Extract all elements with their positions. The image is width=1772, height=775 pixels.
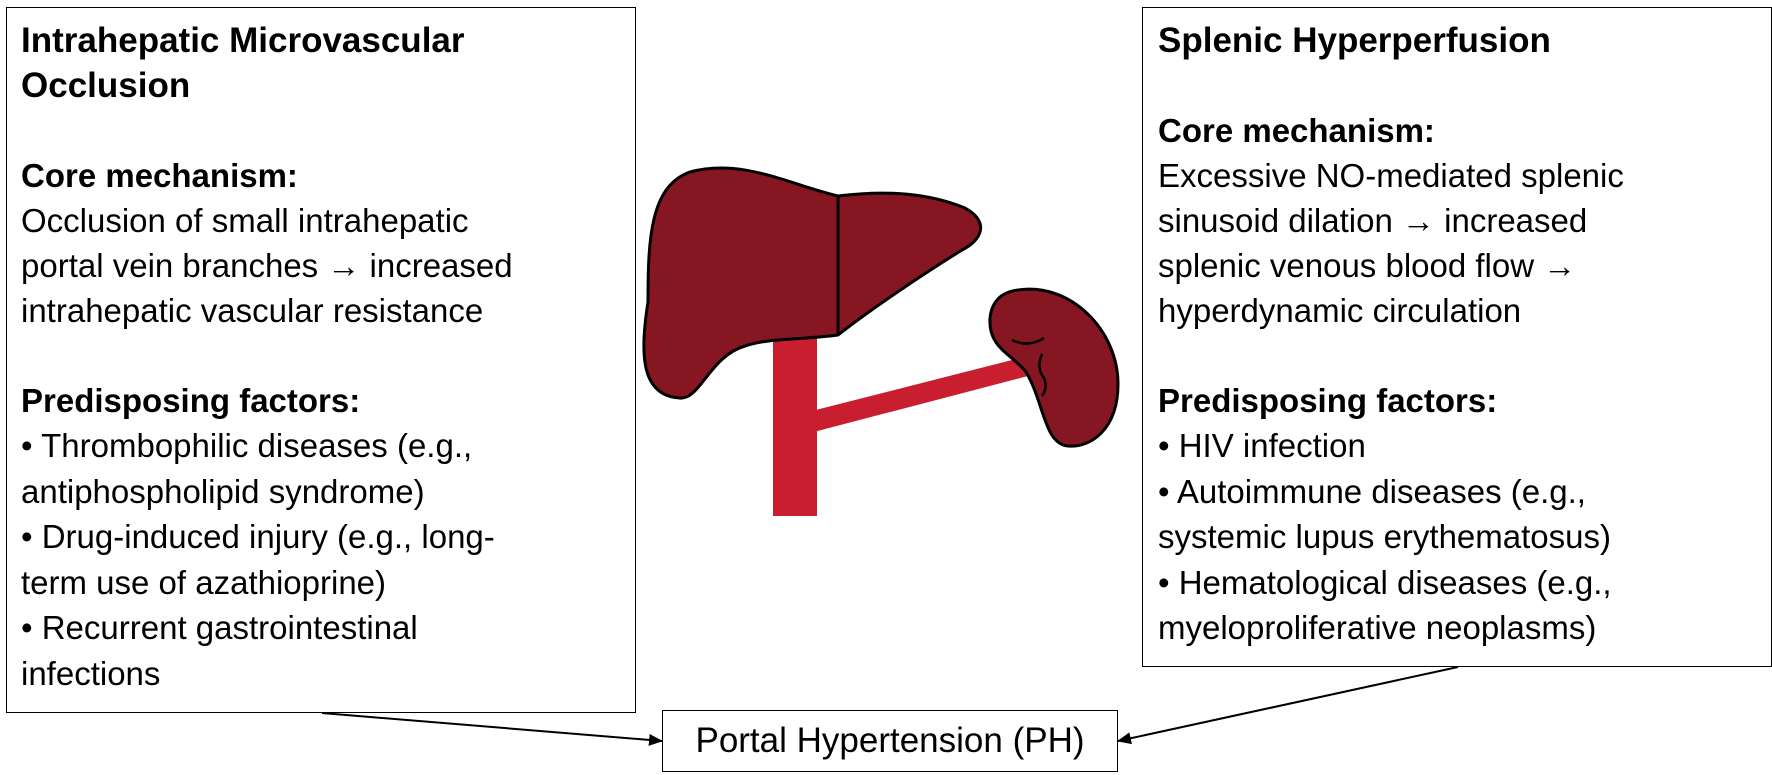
right-factors-heading: Predisposing factors: <box>1158 382 1498 419</box>
splenic-vein-icon <box>800 358 1028 434</box>
right-mechanism-line: Excessive NO-mediated splenic <box>1158 157 1624 194</box>
portal-hypertension-label: Portal Hypertension (PH) <box>695 721 1085 760</box>
arrow-right-to-ph <box>1117 666 1459 745</box>
left-mechanism-line: intrahepatic vascular resistance <box>21 292 484 329</box>
left-factor-line: infections <box>21 654 161 692</box>
left-factor-line: • Thrombophilic diseases (e.g., <box>21 427 473 464</box>
arrow-left-to-ph <box>321 712 663 746</box>
left-factor-line: • Drug-induced injury (e.g., long- <box>21 518 495 555</box>
portal-hypertension-box: Portal Hypertension (PH) <box>662 710 1118 772</box>
right-mechanism-heading: Core mechanism: <box>1158 112 1435 149</box>
left-mechanism-heading: Core mechanism: <box>21 157 298 194</box>
spacer <box>1158 333 1756 378</box>
left-factor-line: antiphospholipid syndrome) <box>21 472 425 510</box>
right-factors-list: • HIV infection • Autoimmune diseases (e… <box>1158 423 1756 651</box>
liver-icon <box>642 166 983 400</box>
left-factor-line: • Recurrent gastrointestinal <box>21 609 418 646</box>
right-factor-line: • Autoimmune diseases (e.g., <box>1158 472 1586 510</box>
right-mechanism-line: hyperdynamic circulation <box>1158 292 1522 329</box>
left-mechanism-line: Occlusion of small intrahepatic <box>21 202 469 239</box>
left-factor-line: term use of azathioprine) <box>21 563 387 601</box>
left-factors-heading: Predisposing factors: <box>21 382 361 419</box>
left-panel-title: Intrahepatic Microvascular Occlusion <box>21 21 465 105</box>
left-mechanism-line: portal vein branches → increased <box>21 247 513 284</box>
right-factor-line: • Hematological diseases (e.g., <box>1158 563 1612 601</box>
right-panel-title: Splenic Hyperperfusion <box>1158 21 1551 60</box>
right-mechanism-line: splenic venous blood flow → <box>1158 247 1577 284</box>
splenic-hyperperfusion-panel: Splenic Hyperperfusion Core mechanism: E… <box>1142 7 1772 667</box>
left-factors-list: • Thrombophilic diseases (e.g., antiphos… <box>21 423 621 696</box>
right-factor-line: • HIV infection <box>1158 427 1366 464</box>
intrahepatic-occlusion-panel: Intrahepatic Microvascular Occlusion Cor… <box>6 7 636 713</box>
spleen-icon <box>988 287 1120 448</box>
right-factor-line: systemic lupus erythematosus) <box>1158 518 1611 555</box>
right-factor-line: myeloproliferative neoplasms) <box>1158 609 1597 646</box>
spacer <box>21 333 621 378</box>
right-mechanism-line: sinusoid dilation → increased <box>1158 202 1588 239</box>
